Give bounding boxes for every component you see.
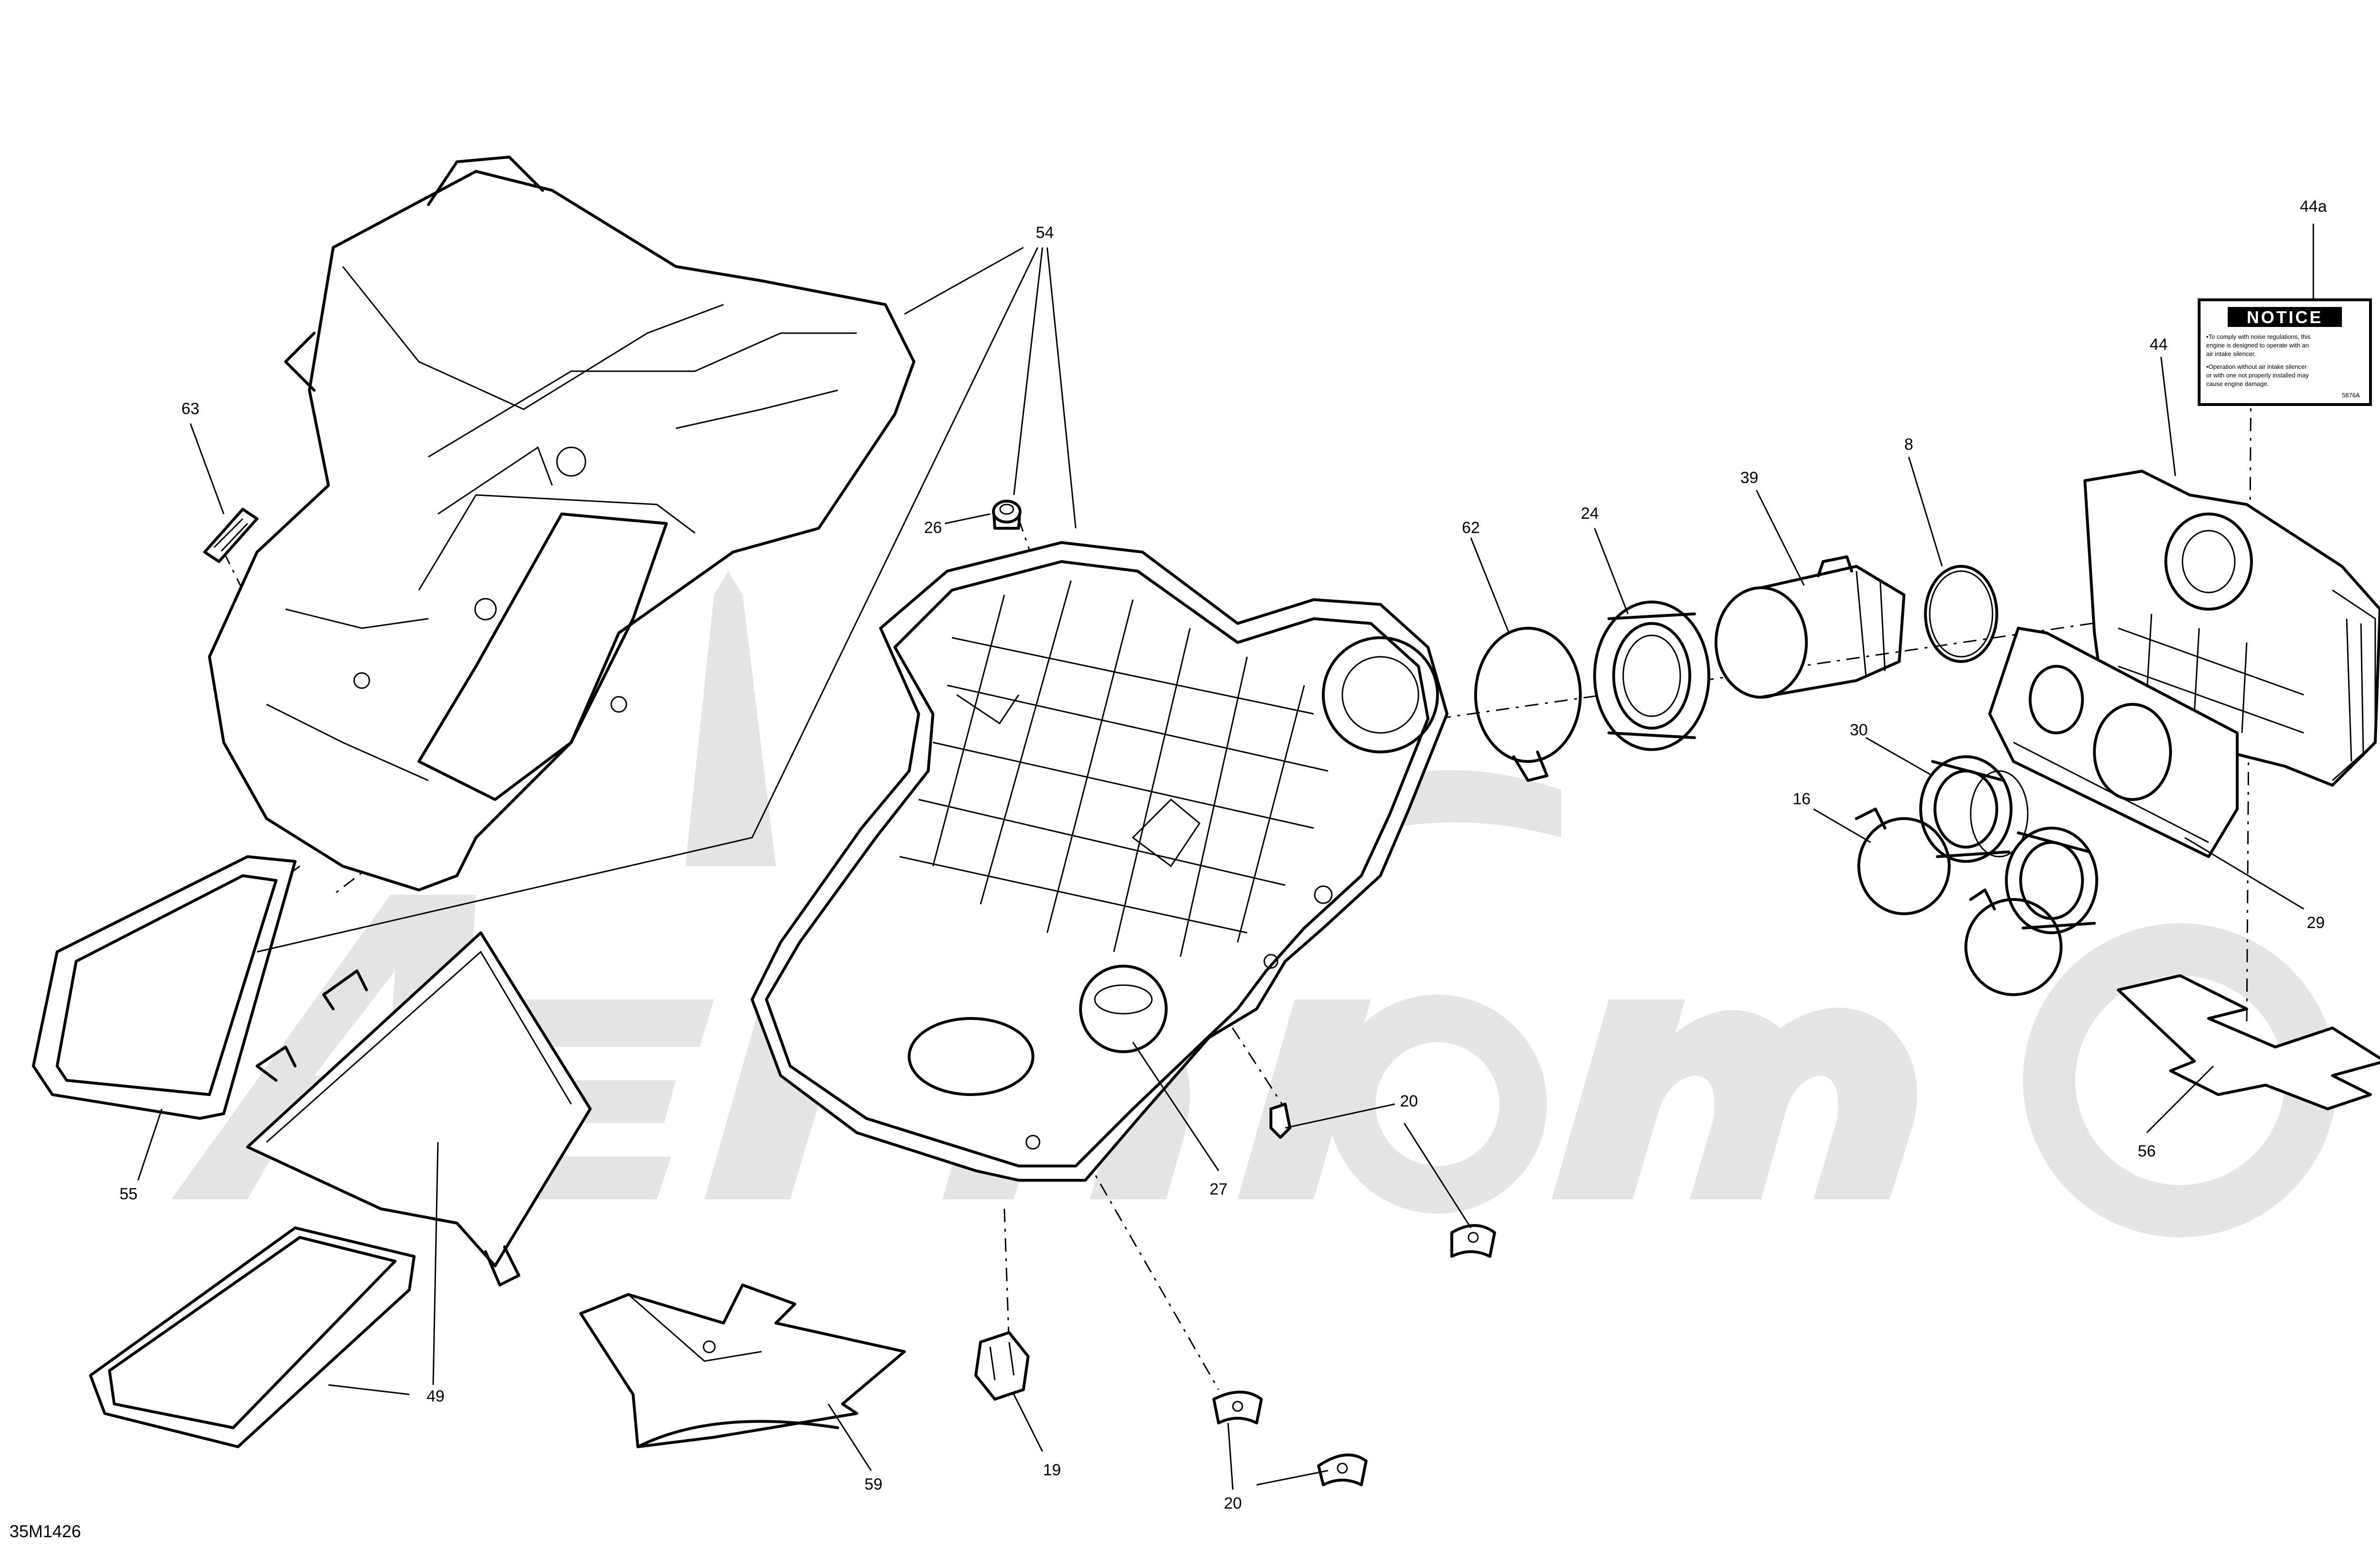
callout-26: 26 xyxy=(924,519,942,537)
upper-airbox-housing xyxy=(208,156,915,891)
leader-lines xyxy=(137,224,2314,1490)
intake-duct-39 xyxy=(1715,555,1905,699)
silencer-plate-29 xyxy=(1988,627,2239,858)
callout-20-lower: 20 xyxy=(1224,1494,1242,1512)
notice-line-3: air intake silencer. xyxy=(2206,350,2256,357)
callout-24: 24 xyxy=(1581,504,1599,523)
clamp-16-lower xyxy=(1964,889,2063,996)
callout-49: 49 xyxy=(426,1387,445,1405)
adaptor-24 xyxy=(1593,601,1710,751)
filter-gasket-49 xyxy=(89,1226,416,1448)
mount-20-a xyxy=(1269,1103,1291,1139)
notice-line-2: engine is designed to operate with an xyxy=(2206,342,2309,349)
label-63 xyxy=(203,508,258,563)
notice-line-4: •Operation without air intake silencer xyxy=(2206,363,2307,370)
lower-airbox-housing-27 xyxy=(751,541,1448,1182)
callout-27: 27 xyxy=(1210,1180,1228,1198)
mount-20-b xyxy=(1450,1224,1496,1258)
notice-label-44a: NOTICE •To comply with noise regulations… xyxy=(2198,298,2372,406)
callout-20-upper: 20 xyxy=(1400,1092,1418,1110)
callout-39: 39 xyxy=(1740,469,1758,487)
callout-55: 55 xyxy=(119,1185,138,1203)
callout-63: 63 xyxy=(181,400,199,418)
seal-frame-55 xyxy=(32,855,297,1120)
callout-19: 19 xyxy=(1043,1461,1061,1479)
notice-line-6: cause engine damage. xyxy=(2206,380,2269,387)
callout-59: 59 xyxy=(864,1475,883,1493)
callout-56: 56 xyxy=(2138,1142,2156,1160)
mount-19 xyxy=(974,1331,1030,1401)
callout-labels: 54 63 26 62 24 39 8 44a 44 30 16 29 56 2… xyxy=(119,198,2327,1512)
clamp-62 xyxy=(1474,627,1582,782)
grommet-26 xyxy=(992,500,1021,530)
callout-8: 8 xyxy=(1904,435,1914,454)
callout-44: 44 xyxy=(2150,336,2168,354)
mount-20-c xyxy=(1212,1391,1263,1424)
mount-20-d xyxy=(1317,1453,1368,1486)
adaptor-30-upper xyxy=(1919,755,2029,863)
notice-heading: NOTICE xyxy=(2247,307,2323,327)
callout-16: 16 xyxy=(1793,790,1811,808)
callout-29: 29 xyxy=(2307,914,2325,932)
clamp-16-upper xyxy=(1855,808,1951,915)
callout-62: 62 xyxy=(1462,519,1480,537)
callout-30: 30 xyxy=(1850,721,1868,739)
o-ring-8 xyxy=(1924,565,1998,663)
damper-pad-56 xyxy=(2117,974,2380,1110)
notice-line-5: or with one not properly installed may xyxy=(2206,372,2309,379)
notice-code: 5876A xyxy=(2342,392,2360,399)
filter-element-49 xyxy=(246,931,592,1286)
notice-line-1: •To comply with noise regulations, this xyxy=(2206,333,2311,340)
callout-54: 54 xyxy=(1036,224,1054,242)
figure-code: 35M1426 xyxy=(10,1521,81,1541)
heat-shield-59 xyxy=(579,1284,906,1448)
callout-44a: 44a xyxy=(2300,198,2327,216)
